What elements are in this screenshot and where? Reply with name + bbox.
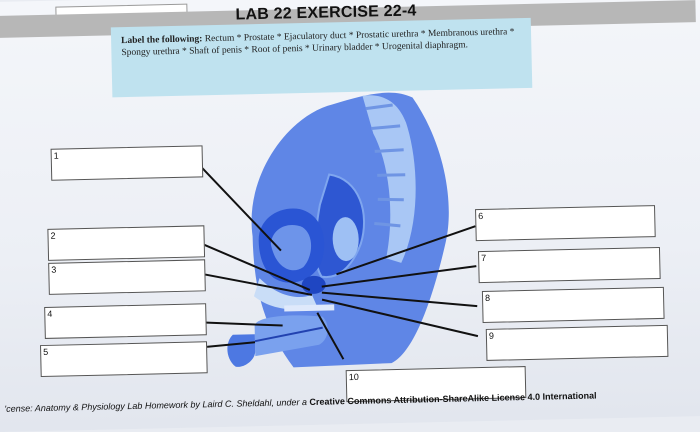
leader-line-9: [321, 298, 479, 338]
label-box-5[interactable]: [40, 341, 208, 378]
label-number-5: 5: [43, 346, 49, 357]
label-number-4: 4: [47, 308, 53, 319]
label-box-3[interactable]: [48, 259, 206, 295]
rectum-lumen: [332, 217, 359, 262]
leader-line-10: [316, 312, 345, 360]
label-number-9: 9: [488, 330, 495, 341]
label-box-4[interactable]: [44, 303, 207, 339]
label-number-2: 2: [50, 230, 56, 241]
label-number-7: 7: [481, 252, 487, 264]
label-number-8: 8: [484, 292, 491, 303]
leader-line-6: [336, 225, 476, 276]
leader-line-8: [321, 291, 478, 308]
pubic-tissue: [253, 278, 318, 310]
sacrum-spine: [362, 95, 416, 263]
label-box-6[interactable]: [475, 205, 656, 242]
urogenital-diaphragm-shape: [284, 304, 335, 312]
leader-line-5: [201, 341, 256, 349]
label-number-6: 6: [478, 210, 484, 222]
leader-line-7: [321, 265, 477, 288]
label-number-3: 3: [51, 264, 57, 275]
label-number-10: 10: [348, 371, 359, 383]
spongy-urethra-line: [254, 326, 323, 343]
label-number-1: 1: [53, 150, 59, 161]
leader-lines: [196, 161, 479, 360]
label-box-9[interactable]: [485, 324, 669, 361]
glans-shape: [227, 334, 256, 367]
label-box-2[interactable]: [47, 225, 206, 261]
leader-line-4: [200, 321, 283, 327]
leader-line-2: [198, 241, 311, 291]
label-box-8[interactable]: [481, 286, 665, 324]
label-box-1[interactable]: [50, 145, 204, 181]
label-box-7[interactable]: [477, 246, 661, 284]
leader-line-3: [199, 272, 313, 296]
leader-line-1: [196, 161, 282, 252]
